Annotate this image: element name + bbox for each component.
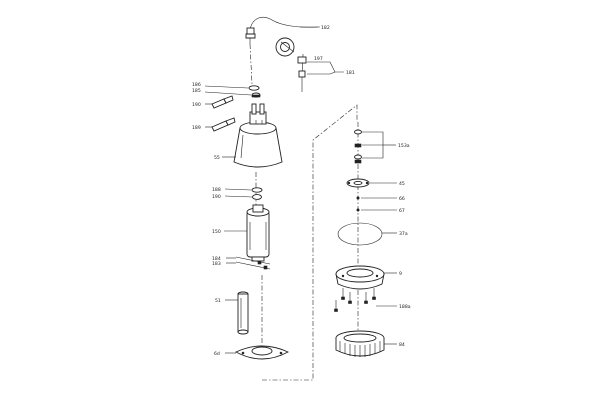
nut-185 — [251, 92, 261, 98]
flange-45 — [346, 178, 370, 188]
label-183: 183 — [212, 261, 221, 267]
part-66 — [356, 196, 360, 200]
screws-184-183 — [235, 256, 271, 270]
label-181: 181 — [346, 70, 355, 76]
label-190: 190 — [192, 102, 201, 108]
label-6d: 6d — [214, 351, 220, 357]
label-188: 188 — [212, 187, 221, 193]
label-84: 84 — [399, 342, 405, 348]
label-67: 67 — [399, 208, 405, 214]
shaft-sleeve-51 — [237, 291, 249, 335]
washer-186 — [248, 85, 260, 91]
strainer-84 — [335, 330, 385, 357]
lifting-pin-190 — [211, 95, 234, 109]
label-197: 197 — [314, 56, 323, 62]
motor-housing-55 — [233, 103, 283, 168]
label-185: 185 — [192, 88, 201, 94]
float-switch-lead — [297, 53, 307, 92]
label-182: 182 — [321, 25, 330, 31]
label-188a: 188a — [399, 304, 411, 310]
part-67 — [356, 208, 360, 212]
seal-190 — [252, 194, 262, 200]
o-ring-188 — [251, 187, 263, 193]
o-ring-37a — [337, 222, 383, 246]
label-37a: 37a — [399, 231, 408, 237]
label-9: 9 — [399, 271, 402, 277]
nuts-153a — [354, 129, 362, 164]
label-51: 51 — [215, 298, 221, 304]
motor-150 — [246, 204, 270, 262]
pump-housing-9 — [335, 265, 385, 290]
label-153a: 153a — [398, 143, 410, 149]
label-55: 55 — [214, 155, 220, 161]
base-plate-6d — [234, 345, 290, 360]
lifting-pin-189 — [211, 117, 236, 132]
label-150: 150 — [212, 229, 221, 235]
cable-gland — [275, 37, 295, 57]
label-45: 45 — [399, 181, 405, 187]
assembly-axis-link — [262, 104, 358, 381]
label-66: 66 — [399, 196, 405, 202]
label-189: 189 — [192, 125, 201, 131]
label-186: 186 — [192, 82, 201, 88]
label-190-seal: 190 — [212, 194, 221, 200]
label-184: 184 — [212, 256, 221, 262]
screws-188a — [334, 288, 376, 312]
